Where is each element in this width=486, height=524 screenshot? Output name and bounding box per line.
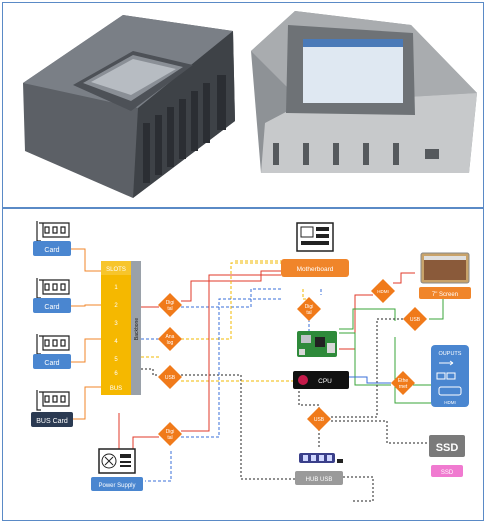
raspberry-icon xyxy=(298,375,308,385)
usb-hub-block: HUB USB xyxy=(295,453,343,485)
block-diagram-panel: Card Card Card BUS Card xyxy=(2,208,484,521)
card-label: Card xyxy=(44,304,59,311)
card-icon xyxy=(36,334,70,355)
cpu-block: CPU xyxy=(293,331,349,389)
product-photos-panel xyxy=(2,2,484,208)
outputs-box xyxy=(431,345,469,407)
cpu-label: CPU xyxy=(318,378,332,385)
ssd-label: SSD xyxy=(441,470,454,476)
outputs-block: OUPUTS HDMI xyxy=(431,345,469,407)
power-supply-icon xyxy=(98,448,136,474)
svg-text:Digi: Digi xyxy=(166,429,175,435)
svg-text:Ethe: Ethe xyxy=(398,378,409,384)
svg-text:USB: USB xyxy=(314,417,325,423)
svg-text:HDMI: HDMI xyxy=(377,289,389,294)
product-renders xyxy=(23,11,477,198)
card-box xyxy=(33,241,71,256)
slot-number: 2 xyxy=(114,303,118,309)
raspberry-pi-board-icon xyxy=(297,331,337,357)
svg-text:rnet: rnet xyxy=(399,384,408,390)
hub-box xyxy=(295,471,343,485)
svg-text:Digi: Digi xyxy=(305,304,314,310)
motherboard-label: Motherboard xyxy=(297,266,334,273)
diamond-usb-hub: USB xyxy=(307,407,331,431)
cpu-box xyxy=(293,371,349,389)
slot-column xyxy=(101,261,131,395)
card-stack: Card Card Card BUS Card xyxy=(31,221,73,427)
slot-number: 6 xyxy=(114,371,118,377)
diamond-hdmi: HDMI xyxy=(371,279,395,303)
power-supply-box xyxy=(91,477,143,491)
diamond-usb-right: USB xyxy=(403,307,427,331)
ssd-box xyxy=(431,465,463,477)
power-supply-label: Power Supply xyxy=(98,483,135,489)
card-label: Card xyxy=(44,360,59,367)
bus-card-box xyxy=(31,412,73,427)
hub-label: HUB USB xyxy=(306,477,333,483)
screen-icon xyxy=(420,252,470,284)
device-render-left xyxy=(23,15,235,198)
svg-text:Digi: Digi xyxy=(166,300,175,306)
diamond-usb-left: USB xyxy=(158,365,182,389)
block-diagram: Card Card Card BUS Card xyxy=(31,221,471,502)
motherboard-block: Motherboard xyxy=(281,222,349,277)
bus-label: BUS xyxy=(110,386,122,392)
bus-card-label: BUS Card xyxy=(36,418,68,425)
slot-number: 5 xyxy=(114,357,118,363)
diamond-digital-1: Digi tal xyxy=(158,293,182,317)
svg-text:USB: USB xyxy=(165,375,176,381)
card-icon xyxy=(36,221,70,242)
bus-card-icon xyxy=(36,390,70,411)
usb-hub-icon xyxy=(299,453,343,463)
connection-lines xyxy=(68,248,444,502)
slot-number: 3 xyxy=(114,321,118,327)
motherboard-icon xyxy=(296,222,334,252)
diamond-digital-2: Digi tal xyxy=(158,422,182,446)
screen-box xyxy=(419,287,471,299)
svg-text:log: log xyxy=(167,340,174,346)
svg-text:USB: USB xyxy=(410,317,421,323)
backbone-bar xyxy=(131,261,141,395)
diamond-ethernet: Ethe rnet xyxy=(391,371,415,395)
slots-header: SLOTS xyxy=(106,267,126,273)
slot-number: 1 xyxy=(114,285,118,291)
ssd-block: SSD SSD xyxy=(429,435,465,477)
backbone-label: Backbone xyxy=(134,318,140,340)
usb-icon xyxy=(439,360,454,366)
card-icon xyxy=(36,278,70,299)
screen-block: 7" Screen xyxy=(419,252,471,299)
svg-text:tal: tal xyxy=(167,306,172,312)
card-box xyxy=(33,298,71,313)
motherboard-box xyxy=(281,259,349,277)
device-render-right xyxy=(251,11,477,173)
svg-text:Ana: Ana xyxy=(166,334,175,340)
svg-text:tal: tal xyxy=(306,310,311,316)
outputs-hdmi-label: HDMI xyxy=(444,400,456,405)
svg-text:tal: tal xyxy=(167,435,172,441)
screen-label: 7" Screen xyxy=(432,292,458,298)
diamond-digital-mb: Digi tal xyxy=(297,297,321,321)
diamond-analog: Ana log xyxy=(158,327,182,351)
card-box xyxy=(33,354,71,369)
card-label: Card xyxy=(44,247,59,254)
slot-bar: SLOTS 1 2 3 4 5 6 BUS Backbone xyxy=(101,261,141,395)
slot-number: 4 xyxy=(114,339,118,345)
power-supply-block: Power Supply xyxy=(91,448,143,491)
hdmi-icon xyxy=(438,386,462,396)
ssd-icon xyxy=(429,435,465,457)
ethernet-icon xyxy=(436,372,446,380)
outputs-title: OUPUTS xyxy=(439,351,462,357)
ssd-icon-text: SSD xyxy=(436,442,459,454)
